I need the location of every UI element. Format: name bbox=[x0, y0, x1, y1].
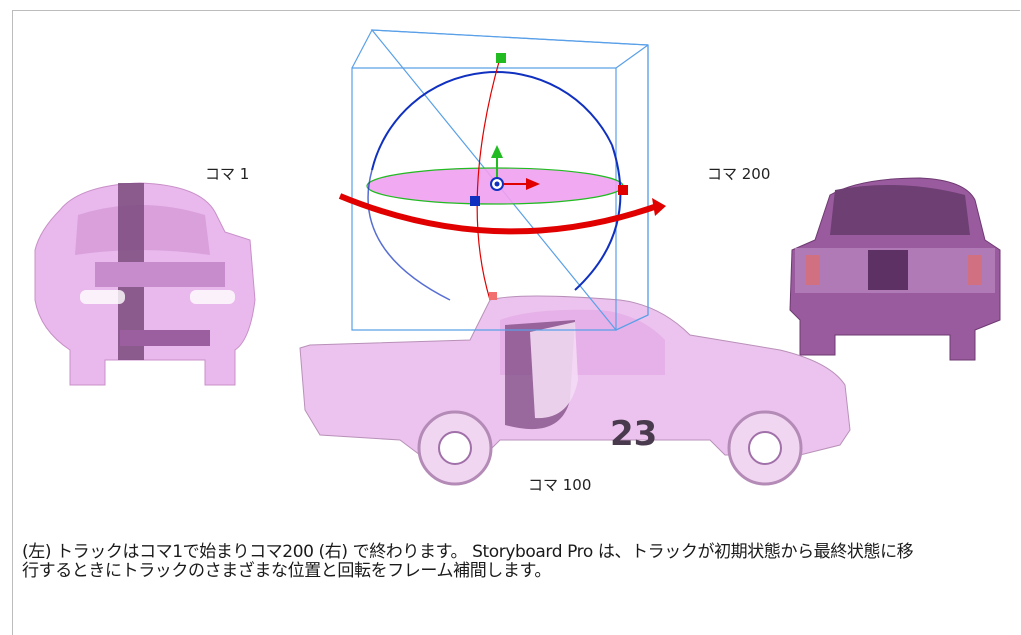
top-handle bbox=[496, 53, 506, 63]
truck-frame-1-image bbox=[34, 182, 256, 386]
content-frame bbox=[12, 10, 1020, 635]
frame-100-label: コマ 100 bbox=[528, 476, 592, 494]
bottom-handle bbox=[489, 292, 497, 300]
right-handle bbox=[618, 185, 628, 195]
frame-200-label: コマ 200 bbox=[707, 165, 771, 183]
truck-frame-100-image: 23 bbox=[299, 295, 851, 486]
frame-1-label: コマ 1 bbox=[205, 165, 250, 183]
car-number-text: 23 bbox=[610, 414, 657, 454]
truck-frame-200-image bbox=[789, 177, 1001, 361]
axis-red-arc bbox=[476, 57, 501, 301]
transform-handles[interactable] bbox=[470, 53, 628, 300]
caption-line-2: 行するときにトラックのさまざまな位置と回転をフレーム補間します。 bbox=[22, 561, 551, 581]
caption-line-1: (左) トラックはコマ1で始まりコマ200 (右) で終わります。 Storyb… bbox=[22, 542, 914, 562]
left-handle bbox=[470, 196, 480, 206]
rotation-arrowhead bbox=[652, 198, 666, 216]
rotation-sphere-gizmo[interactable] bbox=[338, 57, 666, 301]
rotation-arrow-band bbox=[338, 193, 662, 235]
caption-text: (左) トラックはコマ1で始まりコマ200 (右) で終わります。 Storyb… bbox=[22, 543, 1007, 581]
